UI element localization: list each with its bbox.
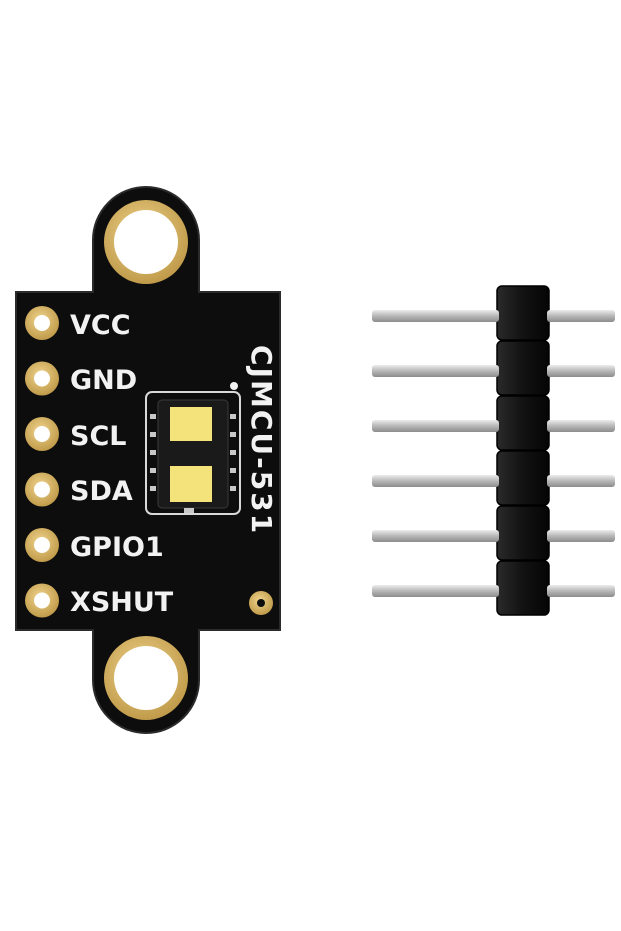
header-pin-left bbox=[372, 585, 499, 597]
pcb-body bbox=[16, 187, 280, 733]
pin-label-gnd: GND bbox=[70, 365, 137, 396]
header-pins bbox=[372, 285, 615, 616]
header-pin-left bbox=[372, 420, 499, 432]
pin-pad-sda bbox=[25, 472, 59, 507]
pin-pad-scl bbox=[25, 417, 59, 451]
sensor-window-receiver bbox=[170, 466, 212, 502]
header-pin-right bbox=[547, 365, 615, 377]
pin-label-gpio1: GPIO1 bbox=[70, 532, 164, 563]
header-plastic-segment bbox=[496, 340, 550, 396]
header-pin-left bbox=[372, 365, 499, 377]
pin-label-sda: SDA bbox=[70, 476, 133, 507]
sensor-silkscreen-outline bbox=[145, 391, 241, 515]
header-pin-left bbox=[372, 475, 499, 487]
header-pin-right bbox=[547, 585, 615, 597]
sensor-breakout-board: VCC GND SCL SDA GPIO1 XSHUT bbox=[15, 186, 281, 734]
header-plastic-segment bbox=[496, 505, 550, 561]
pin-pad-gpio1 bbox=[25, 528, 59, 562]
board-model-label: CJMCU-531 bbox=[245, 345, 278, 535]
header-plastic-segment bbox=[496, 285, 550, 341]
header-pin-right bbox=[547, 420, 615, 432]
sensor-window-emitter bbox=[170, 407, 212, 441]
test-pad bbox=[249, 591, 273, 615]
pin-labels: VCC GND SCL SDA GPIO1 XSHUT bbox=[70, 310, 174, 618]
header-pin-left bbox=[372, 530, 499, 542]
pin-label-xshut: XSHUT bbox=[70, 587, 174, 618]
pin-pads bbox=[25, 306, 59, 618]
header-pin-right bbox=[547, 530, 615, 542]
orientation-dot bbox=[230, 382, 238, 390]
pin-header bbox=[372, 285, 615, 616]
pin-label-vcc: VCC bbox=[70, 310, 131, 341]
mounting-hole-top bbox=[104, 200, 188, 284]
mounting-hole-bottom bbox=[104, 636, 188, 720]
header-plastic-segment bbox=[496, 395, 550, 451]
pcb-edge bbox=[15, 186, 281, 734]
header-pin-left bbox=[372, 310, 499, 322]
header-pin-right bbox=[547, 475, 615, 487]
pin-pad-xshut bbox=[25, 583, 59, 618]
tof-sensor-chip bbox=[150, 399, 236, 513]
pin-label-scl: SCL bbox=[70, 421, 126, 452]
header-plastic-segment bbox=[496, 560, 550, 616]
pin-pad-vcc bbox=[25, 306, 59, 340]
header-pin-right bbox=[547, 310, 615, 322]
pin-pad-gnd bbox=[25, 361, 59, 396]
header-plastic-segment bbox=[496, 450, 550, 506]
